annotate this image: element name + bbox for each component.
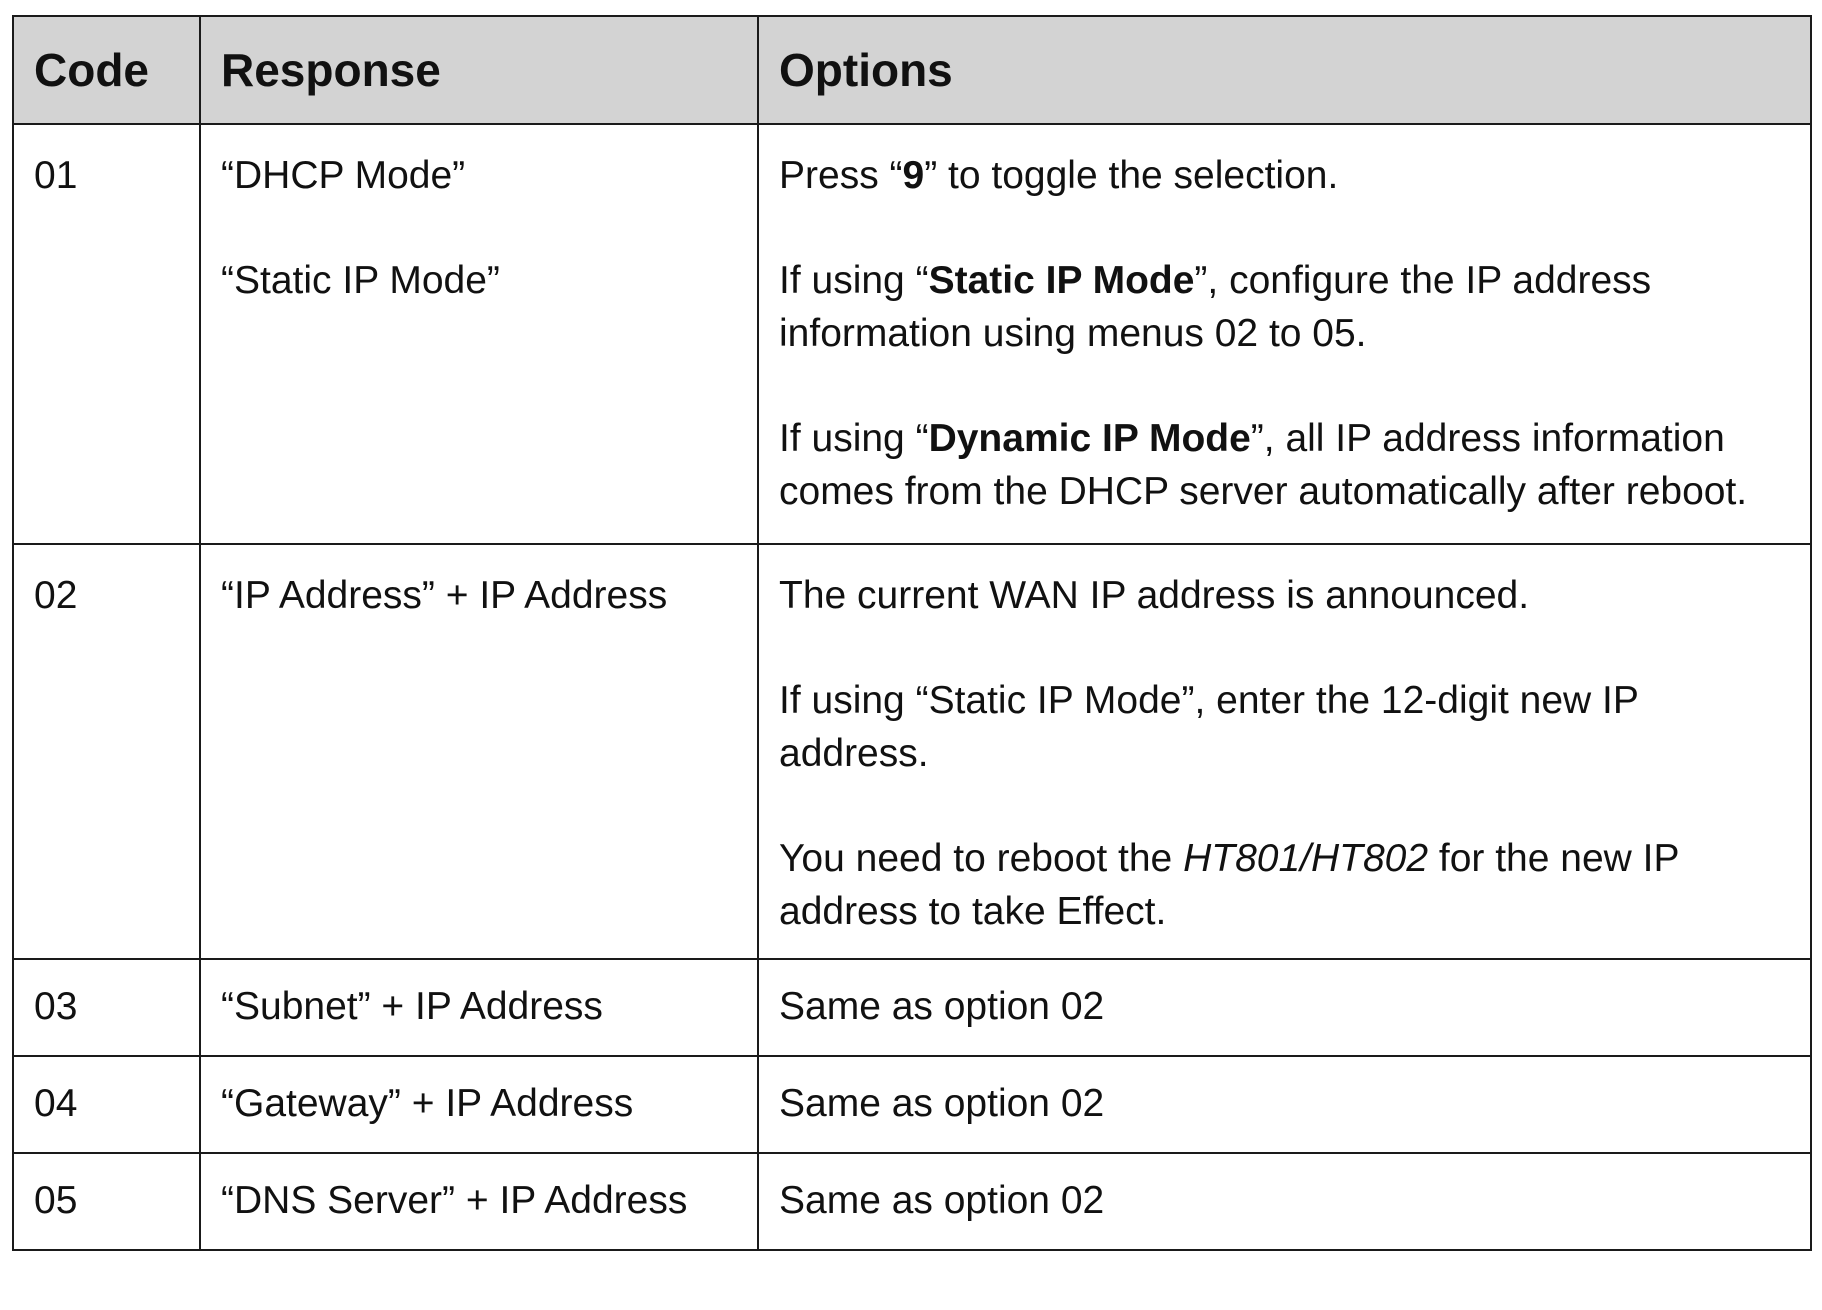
options-cell: Press “9” to toggle the selection. If us… <box>757 123 1812 545</box>
header-response: Response <box>199 15 759 125</box>
response-cell: “DHCP Mode” “Static IP Mode” <box>199 123 759 545</box>
options-paragraph: Same as option 02 <box>779 985 1105 1028</box>
options-paragraph: Press “9” to toggle the selection. <box>779 154 1339 197</box>
table-row: 01 “DHCP Mode” “Static IP Mode” Press “9… <box>12 123 1812 545</box>
code-cell: 02 <box>12 543 201 960</box>
table-row: 02 “IP Address” + IP Address The current… <box>12 543 1812 960</box>
mode-label: Static IP Mode <box>928 259 1195 302</box>
response-text: “Gateway” + IP Address <box>221 1082 634 1125</box>
response-cell: “DNS Server” + IP Address <box>199 1152 759 1251</box>
table-header-row: Code Response Options <box>12 15 1812 125</box>
response-text: “Static IP Mode” <box>221 259 500 302</box>
response-text: “IP Address” + IP Address <box>221 574 668 617</box>
options-paragraph: You need to reboot the HT801/HT802 for t… <box>779 837 1679 933</box>
code-cell: 05 <box>12 1152 201 1251</box>
model-name: HT801/HT802 <box>1183 837 1429 880</box>
options-cell: Same as option 02 <box>757 1152 1812 1251</box>
options-paragraph: Same as option 02 <box>779 1179 1105 1222</box>
options-paragraph: Same as option 02 <box>779 1082 1105 1125</box>
response-cell: “Gateway” + IP Address <box>199 1055 759 1154</box>
options-paragraph: If using “Static IP Mode”, enter the 12-… <box>779 679 1639 775</box>
table-row: 04 “Gateway” + IP Address Same as option… <box>12 1055 1812 1154</box>
header-options: Options <box>757 15 1812 125</box>
header-code: Code <box>12 15 201 125</box>
options-cell: Same as option 02 <box>757 1055 1812 1154</box>
response-text: “Subnet” + IP Address <box>221 985 603 1028</box>
table-row: 05 “DNS Server” + IP Address Same as opt… <box>12 1152 1812 1251</box>
mode-label: Dynamic IP Mode <box>928 417 1251 460</box>
options-paragraph: If using “Dynamic IP Mode”, all IP addre… <box>779 417 1748 513</box>
code-cell: 04 <box>12 1055 201 1154</box>
key-label: 9 <box>902 154 925 197</box>
options-paragraph: If using “Static IP Mode”, configure the… <box>779 259 1652 355</box>
options-paragraph: The current WAN IP address is announced. <box>779 574 1530 617</box>
response-cell: “IP Address” + IP Address <box>199 543 759 960</box>
response-cell: “Subnet” + IP Address <box>199 958 759 1057</box>
code-cell: 01 <box>12 123 201 545</box>
ip-config-table: Code Response Options 01 “DHCP Mode” “St… <box>12 15 1812 1251</box>
ip-config-table-container: Code Response Options 01 “DHCP Mode” “St… <box>12 15 1812 1251</box>
code-cell: 03 <box>12 958 201 1057</box>
table-row: 03 “Subnet” + IP Address Same as option … <box>12 958 1812 1057</box>
options-cell: The current WAN IP address is announced.… <box>757 543 1812 960</box>
response-text: “DNS Server” + IP Address <box>221 1179 688 1222</box>
response-text: “DHCP Mode” <box>221 154 466 197</box>
options-cell: Same as option 02 <box>757 958 1812 1057</box>
